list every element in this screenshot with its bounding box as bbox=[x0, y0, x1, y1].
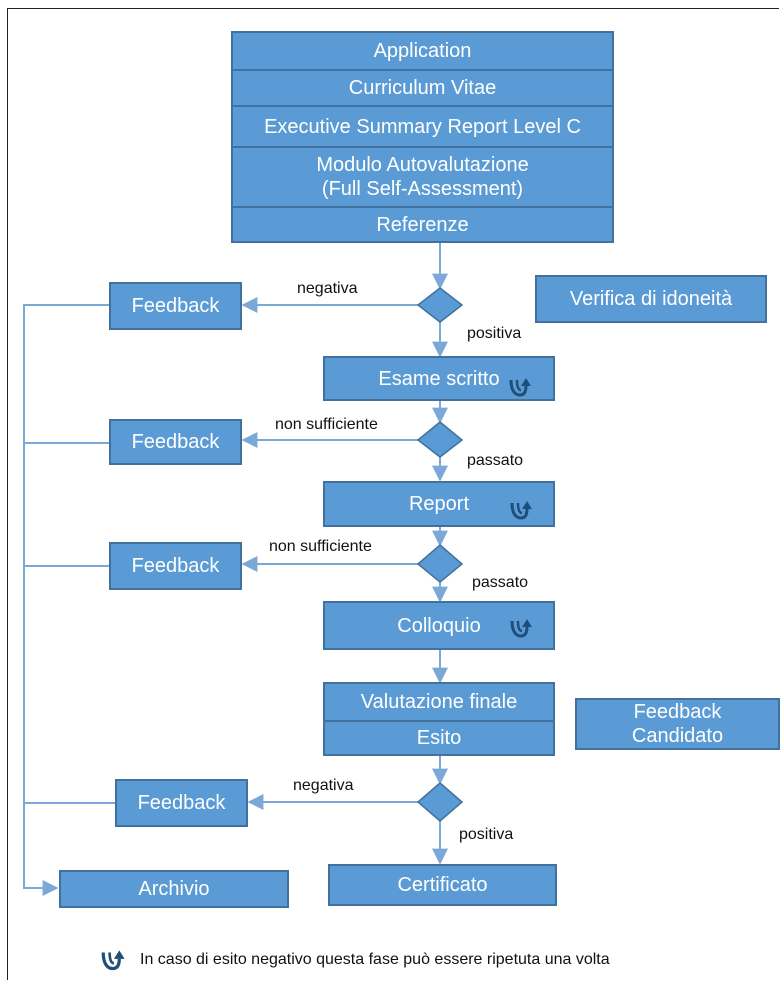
archivio-box: Archivio bbox=[59, 870, 289, 908]
referenze-row: Referenze bbox=[233, 206, 612, 241]
feedback-candidato-box: Feedback Candidato bbox=[575, 698, 780, 750]
valutazione-finale-row: Valutazione finale bbox=[360, 691, 518, 713]
application-row: Application bbox=[373, 40, 472, 62]
decision-diamond-4 bbox=[416, 782, 464, 822]
certificato-box: Certificato bbox=[328, 864, 557, 906]
esito-row: Esito bbox=[325, 720, 553, 754]
modulo-autovalutazione-row: Modulo Autovalutazione (Full Self-Assess… bbox=[233, 146, 612, 206]
diagram-frame bbox=[7, 8, 779, 980]
feedback-candidato-line1: Feedback bbox=[633, 701, 722, 723]
decision-diamond-3 bbox=[416, 544, 464, 583]
executive-summary-row: Executive Summary Report Level C bbox=[233, 105, 612, 146]
retry-icon-colloquio bbox=[510, 619, 532, 638]
feedback-candidato-line2: Candidato bbox=[631, 725, 724, 747]
edge-label-non-sufficiente-2: non sufficiente bbox=[269, 538, 372, 555]
documents-stack: Application Curriculum Vitae Executive S… bbox=[231, 31, 614, 243]
modulo-line1: Modulo Autovalutazione bbox=[316, 154, 529, 176]
retry-legend-icon bbox=[101, 950, 125, 971]
esame-scritto-box: Esame scritto bbox=[323, 356, 555, 401]
decision-diamond-2 bbox=[416, 421, 464, 458]
valutazione-esito-stack: Valutazione finale Esito bbox=[323, 682, 555, 756]
verifica-idoneita-box: Verifica di idoneità bbox=[535, 275, 767, 323]
feedback-box-2: Feedback bbox=[109, 419, 242, 465]
edge-label-positiva-1: positiva bbox=[467, 325, 522, 342]
feedback-box-3: Feedback bbox=[109, 542, 242, 590]
edge-feedback-collector bbox=[23, 304, 109, 896]
edge-label-negativa-2: negativa bbox=[293, 777, 354, 794]
feedback-box-4: Feedback bbox=[115, 779, 248, 827]
colloquio-box: Colloquio bbox=[323, 601, 555, 650]
edge-label-non-sufficiente-1: non sufficiente bbox=[275, 416, 378, 433]
feedback-box-1: Feedback bbox=[109, 282, 242, 330]
colloquio-label: Colloquio bbox=[397, 614, 481, 637]
retry-icon-esame bbox=[509, 378, 531, 397]
esame-scritto-label: Esame scritto bbox=[378, 367, 500, 390]
edge-label-passato-1: passato bbox=[467, 452, 524, 469]
report-box: Report bbox=[323, 481, 555, 527]
legend: In caso di esito negativo questa fase pu… bbox=[100, 948, 610, 972]
decision-diamond-1 bbox=[416, 287, 464, 323]
edge-label-positiva-2: positiva bbox=[459, 826, 514, 843]
modulo-line2: (Full Self-Assessment) bbox=[321, 178, 524, 200]
edge-label-passato-2: passato bbox=[472, 574, 529, 591]
report-label: Report bbox=[408, 493, 470, 515]
cv-row: Curriculum Vitae bbox=[233, 69, 612, 105]
legend-text: In caso di esito negativo questa fase pu… bbox=[140, 951, 610, 968]
retry-icon-report bbox=[510, 501, 532, 520]
edge-label-negativa-1: negativa bbox=[297, 280, 358, 297]
